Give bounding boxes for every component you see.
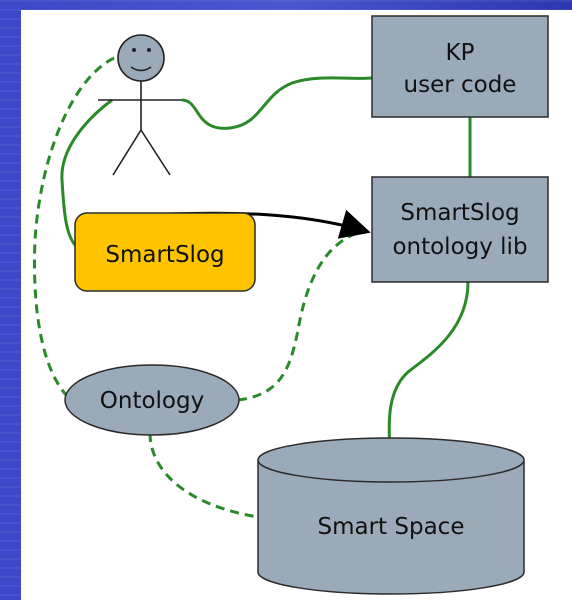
lib-label-line1: SmartSlog — [400, 200, 519, 226]
edge-ontology-smartspace — [148, 432, 259, 519]
smart-space-cylinder: Smart Space — [257, 437, 525, 595]
edge-actor-smartslog — [60, 98, 113, 252]
kp-label-line1: KP — [446, 40, 475, 66]
edge-lib-smartspace — [387, 281, 470, 451]
kp-user-code-box: KP user code — [371, 15, 549, 118]
smartslog-box: SmartSlog — [74, 212, 256, 292]
smartslog-ontology-lib-box: SmartSlog ontology lib — [371, 176, 549, 283]
edge-ontology-lib — [237, 230, 361, 402]
smartslog-label: SmartSlog — [105, 242, 224, 268]
kp-label-line2: user code — [404, 72, 517, 98]
edge-actor-ontology — [33, 56, 115, 399]
ontology-ellipse: Ontology — [64, 364, 240, 436]
ontology-label: Ontology — [100, 388, 204, 414]
stick-figure-user-icon — [98, 34, 182, 176]
edges — [33, 56, 472, 519]
edge-actor-kp — [181, 76, 373, 130]
smart-space-label: Smart Space — [318, 514, 465, 540]
lib-label-line2: ontology lib — [392, 234, 527, 260]
